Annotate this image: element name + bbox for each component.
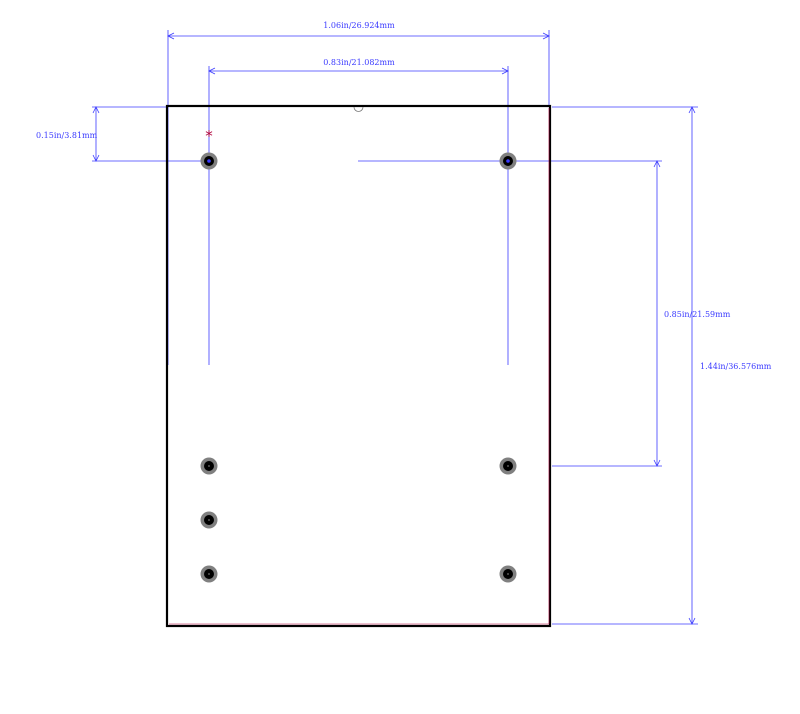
pad-center [507, 573, 509, 575]
pad-height-arrow-top [653, 160, 661, 168]
pad-center [506, 159, 510, 163]
top-offset-label: 0.15in/3.81mm [36, 131, 98, 140]
pad-center [208, 573, 210, 575]
pad-span-height-label: 0.85in/21.59mm [664, 310, 731, 319]
overall-width-arrow-right [542, 32, 550, 40]
top-offset-arrow-bottom [92, 154, 100, 162]
pad-center [207, 159, 211, 163]
dimension-lines [92, 30, 698, 625]
pad-center [208, 519, 210, 521]
pad-span-width-label: 0.83in/21.082mm [323, 58, 395, 67]
pad-1 [200, 152, 218, 170]
overall-height-arrow-bottom [688, 617, 696, 625]
pin1-marker: * [205, 127, 213, 145]
pad-4 [499, 457, 517, 475]
pad-height-arrow-bottom [653, 459, 661, 467]
pad-6 [200, 565, 218, 583]
pads [200, 152, 517, 583]
overall-height-label: 1.44in/36.576mm [700, 362, 772, 371]
overall-height-arrow-top [688, 106, 696, 114]
overall-width-label: 1.06in/26.924mm [323, 21, 395, 30]
dimension-labels: 1.06in/26.924mm 0.83in/21.082mm 0.15in/3… [36, 19, 772, 371]
orientation-notch [353, 106, 364, 112]
pad-center [507, 465, 509, 467]
component-outline [165, 104, 552, 628]
outline-rect [165, 104, 552, 628]
pad-center [208, 465, 210, 467]
top-offset-arrow-top [92, 106, 100, 114]
pad-span-arrow-left [208, 67, 216, 75]
pad-7 [499, 565, 517, 583]
overall-width-arrow-left [167, 32, 175, 40]
pad-2 [499, 152, 517, 170]
pad-5 [200, 511, 218, 529]
pad-3 [200, 457, 218, 475]
pad-span-arrow-right [501, 67, 509, 75]
